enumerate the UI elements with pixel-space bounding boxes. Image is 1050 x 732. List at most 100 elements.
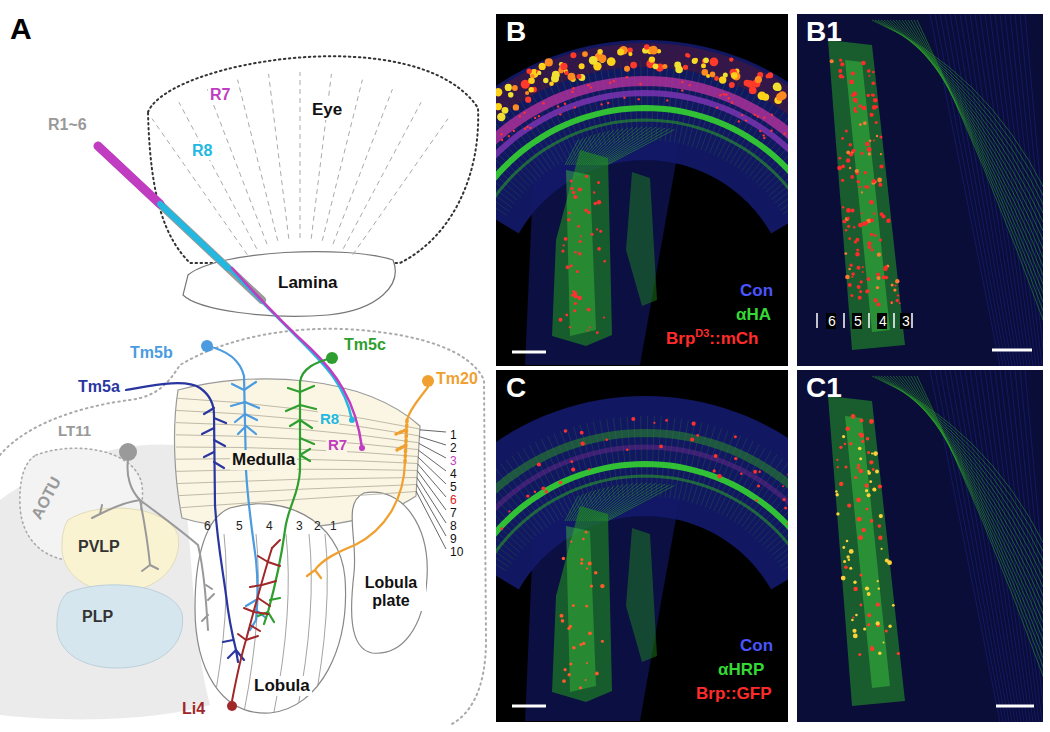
neuron-lt11 [92,460,214,630]
synapse-dot [787,523,788,525]
synapse-dot [838,69,842,73]
synapse-dot [872,94,875,97]
synapse-dot [842,76,845,79]
layer-number-holder: 2 [314,516,321,534]
synapse-dot [571,293,574,296]
synapse-dot [570,460,573,463]
synapse-dot [840,62,844,66]
synapse-dot [585,531,588,534]
synapse-dot [505,84,512,91]
synapse-dot [837,166,842,171]
synapse-dot [526,494,529,497]
synapse-dot [719,94,721,96]
synapse-dot [570,265,573,268]
layer-number-holder: 1 [450,425,457,443]
synapse-dot [690,438,694,442]
synapse-dot [590,86,592,88]
channel-label: αHRP [716,660,764,680]
synapse-dot [562,557,565,560]
synapse-dot [850,208,854,212]
synapse-dot [878,652,881,655]
synapse-dot [508,510,510,512]
synapse-dot [681,89,683,91]
synapse-dot [593,191,595,193]
synapse-dot [848,268,851,271]
layer-number-holder: 4 [450,464,457,482]
synapse-dot [588,562,592,566]
synapse-dot [859,123,862,126]
synapse-dot [874,489,877,492]
stained-fiber [985,14,1033,366]
cell-type-label: Tm5a [78,378,120,396]
synapse-dot [872,82,876,86]
channel-label: Con [738,281,773,301]
synapse-dot [589,56,598,65]
synapse-dot [869,139,872,142]
cell-body [326,352,338,364]
pvlp-region: PVLP [58,500,183,595]
stained-fiber [899,20,1043,271]
synapse-dot [570,541,572,543]
region-label: Lobula plate [356,574,426,611]
stained-fiber [887,20,1043,235]
leader-line [416,491,446,549]
stained-neuropil [828,40,905,350]
layer-number: 3 [450,455,457,469]
ommatidia-line [269,74,289,239]
synapse-dot [524,128,526,130]
neuron-tm5c [258,358,332,624]
scale-bar [512,351,546,354]
synapse-dot [649,56,655,62]
synapse-dot [644,44,650,50]
synapse-dot [624,66,630,72]
synapse-dot [497,113,505,121]
leader-line [419,443,446,458]
synapse-dot [839,59,842,62]
synapse-dot [681,81,683,83]
lamina-region-outline [183,252,395,317]
stained-fiber [605,129,670,165]
synapse-dot [879,164,883,168]
synapse-dot [766,74,770,78]
synapse-dot [578,187,582,191]
medulla-layer [176,484,424,496]
layer-number-holder: 8 [450,516,457,534]
synapse-dot [841,179,844,182]
synapse-dot [873,139,875,141]
synapse-dot [859,418,863,422]
stained-fiber [607,129,674,165]
synapse-dot [729,57,733,61]
synapse-dot [895,279,899,283]
stained-fiber [914,20,1043,316]
synapse-dot [738,120,740,122]
synapse-dot [836,493,839,496]
synapse-dot [529,127,531,129]
leader-line [418,464,446,497]
layer-number-holder: 3 [900,312,910,330]
synapse-dot [631,417,635,421]
synapse-dot [891,302,893,304]
synapse-dot [572,604,575,607]
synapse-dot [865,484,869,488]
synapse-dot [528,77,535,84]
synapse-dot [855,614,858,617]
channel-label-holder: Brp::GFP [694,684,772,704]
synapse-dot [597,200,601,204]
synapse-dot [849,80,854,85]
synapse-dot [587,329,589,331]
synapse-dot [674,62,681,69]
synapse-dot [599,230,602,233]
axon-terminal [359,445,365,451]
synapse-dot [867,613,871,617]
cell-type-label-holder: LT11 [58,422,91,440]
synapse-dot [857,266,861,270]
synapse-dot [574,106,576,108]
synapse-dot [565,314,568,317]
layer-number-holder: 4 [877,312,887,330]
synapse-dot [582,538,585,541]
synapse-dot [692,422,696,426]
synapse-dot [848,558,851,561]
synapse-dot [859,469,864,474]
synapse-dot [872,71,875,74]
synapse-dot [847,217,850,220]
